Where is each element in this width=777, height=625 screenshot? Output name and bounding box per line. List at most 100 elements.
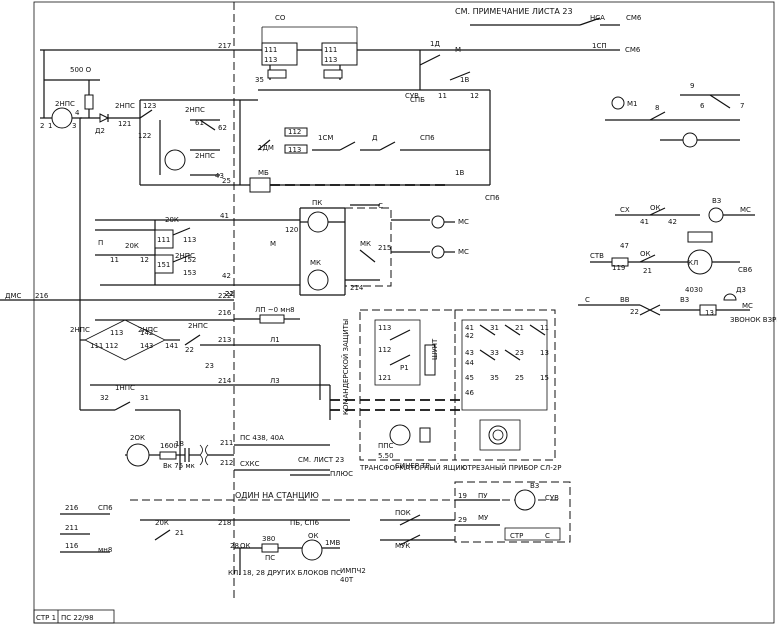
label-b3: В3 bbox=[680, 296, 689, 304]
num-21r: 21 bbox=[643, 267, 652, 275]
num-111b: 111 bbox=[324, 46, 337, 54]
bell-icon bbox=[723, 293, 737, 301]
relay-box-top-1 bbox=[261, 42, 298, 66]
label-cm-left: ДМС bbox=[5, 292, 22, 300]
relay-contact-1 bbox=[431, 215, 445, 229]
num-11b: 11 bbox=[110, 256, 119, 264]
num-122: 122 bbox=[138, 132, 151, 140]
row-11: 11 bbox=[540, 324, 549, 332]
relay-coil-vz bbox=[708, 207, 724, 223]
label-nsa: НСА bbox=[590, 14, 605, 22]
label-imp: ИМПЧ2 bbox=[340, 567, 366, 575]
label-skhs: СХКС bbox=[240, 460, 260, 468]
bottom-right-block bbox=[454, 481, 571, 543]
label-vz: ВЗ bbox=[712, 197, 722, 205]
num-211: 211 bbox=[220, 439, 233, 447]
num-222: 222 bbox=[218, 292, 231, 300]
num-22: 22 bbox=[225, 290, 234, 298]
legend-211: 211 bbox=[65, 524, 78, 532]
num-22r: 22 bbox=[630, 308, 639, 316]
num-32: 32 bbox=[100, 394, 109, 402]
num-212: 212 bbox=[220, 459, 233, 467]
num-218: 218 bbox=[218, 519, 231, 527]
dashed-block-mk bbox=[344, 207, 392, 287]
num-23: 23 bbox=[205, 362, 214, 370]
num-47: 47 bbox=[620, 242, 629, 250]
label-bk: Вк 75 мк bbox=[163, 462, 195, 470]
label-mk2: МК bbox=[360, 240, 371, 248]
num-112c: 112 bbox=[378, 346, 391, 354]
label-40: 40Т bbox=[340, 576, 354, 584]
num-142: 142 bbox=[140, 329, 153, 337]
num-151: 151 bbox=[157, 261, 170, 269]
num-29: 29 bbox=[458, 516, 467, 524]
label-sm6: СМ6 bbox=[626, 14, 642, 22]
num-12: 12 bbox=[470, 92, 479, 100]
num-19: 19 bbox=[458, 492, 467, 500]
label-cm-sheet: СМ. ЛИСТ 23 bbox=[298, 456, 344, 464]
label-spb: СПБ bbox=[410, 96, 425, 104]
label-m: М bbox=[455, 46, 461, 54]
num-62: 62 bbox=[218, 124, 227, 132]
label-l3: Л3 bbox=[270, 377, 280, 385]
num-13r: 13 bbox=[705, 309, 714, 317]
num-7: 7 bbox=[740, 102, 744, 110]
label-20k: 20К bbox=[125, 242, 139, 250]
label-sx: СХ bbox=[620, 206, 630, 214]
label-cm6: СМ6 bbox=[625, 46, 641, 54]
label-ms-r: МС bbox=[740, 206, 751, 214]
num-113a: 113 bbox=[264, 56, 277, 64]
num-111c: 111 bbox=[157, 236, 170, 244]
label-m2: М bbox=[270, 240, 276, 248]
num-123: 123 bbox=[143, 102, 156, 110]
num-41: 41 bbox=[220, 212, 229, 220]
label-4030: 4030 bbox=[685, 286, 703, 294]
label-2nps-right-bridge: 2НПС bbox=[188, 322, 208, 330]
num-120: 120 bbox=[285, 226, 298, 234]
footer-sheet: СТР 1 bbox=[36, 614, 56, 622]
top-ref-note: СМ. ПРИМЕЧАНИЕ ЛИСТА 23 bbox=[455, 7, 573, 16]
num-112: 112 bbox=[288, 128, 301, 136]
num-152: 152 bbox=[183, 256, 196, 264]
num-113b: 113 bbox=[324, 56, 337, 64]
label-c2: С bbox=[545, 532, 550, 540]
label-tr-num: 5.50 bbox=[378, 452, 394, 460]
label-strp: СТР bbox=[510, 532, 523, 540]
label-zvonok: ЗВОНОК ВЗРЕЗА bbox=[730, 316, 777, 324]
label-pb: ПБ, СП6 bbox=[290, 519, 320, 527]
label-kl: КЛ bbox=[688, 259, 698, 267]
label-sub: СУВ bbox=[405, 92, 419, 100]
label-pk: ПК bbox=[312, 199, 322, 207]
label-1som: 1СМ bbox=[318, 134, 333, 142]
label-m1: М1 bbox=[627, 100, 638, 108]
wire-217: 217 bbox=[218, 42, 231, 50]
label-lp: ЛП ~0 мн8 bbox=[255, 306, 295, 314]
relay-coil-2ok bbox=[126, 443, 150, 467]
label-mc-r: МС bbox=[742, 302, 753, 310]
num-214: 214 bbox=[350, 284, 364, 292]
label-vz-r: ВВ bbox=[620, 296, 630, 304]
num-28: 28 bbox=[230, 542, 239, 550]
label-stb: СТВ bbox=[590, 252, 604, 260]
transformer-coil bbox=[199, 444, 203, 466]
label-od-station: ОДИН НА СТАНЦИЮ bbox=[235, 491, 319, 500]
num-215: 215 bbox=[378, 244, 391, 252]
num-113d: 113 bbox=[183, 236, 196, 244]
num-42: 42 bbox=[222, 272, 231, 280]
label-2nps-bridge-l: 2НПС bbox=[70, 326, 90, 334]
row-45: 45 bbox=[465, 374, 474, 382]
row-46: 46 bbox=[465, 389, 474, 397]
label-1v: 1В bbox=[455, 169, 464, 177]
label-p: П bbox=[98, 239, 103, 247]
num-216: 216 bbox=[218, 309, 232, 317]
resistor-500 bbox=[84, 94, 94, 110]
label-ok2: ОК bbox=[240, 542, 251, 550]
label-1d: 1Д bbox=[430, 40, 440, 48]
legend-216: 216 bbox=[65, 504, 79, 512]
label-ok: ОК bbox=[308, 532, 319, 540]
footer-doc: ПС 22/98 bbox=[61, 614, 94, 622]
num-216-left: 216 bbox=[35, 292, 49, 300]
resistor-47 bbox=[611, 257, 629, 267]
num-43: 43 bbox=[215, 172, 224, 180]
label-1b: 1В bbox=[460, 76, 469, 84]
